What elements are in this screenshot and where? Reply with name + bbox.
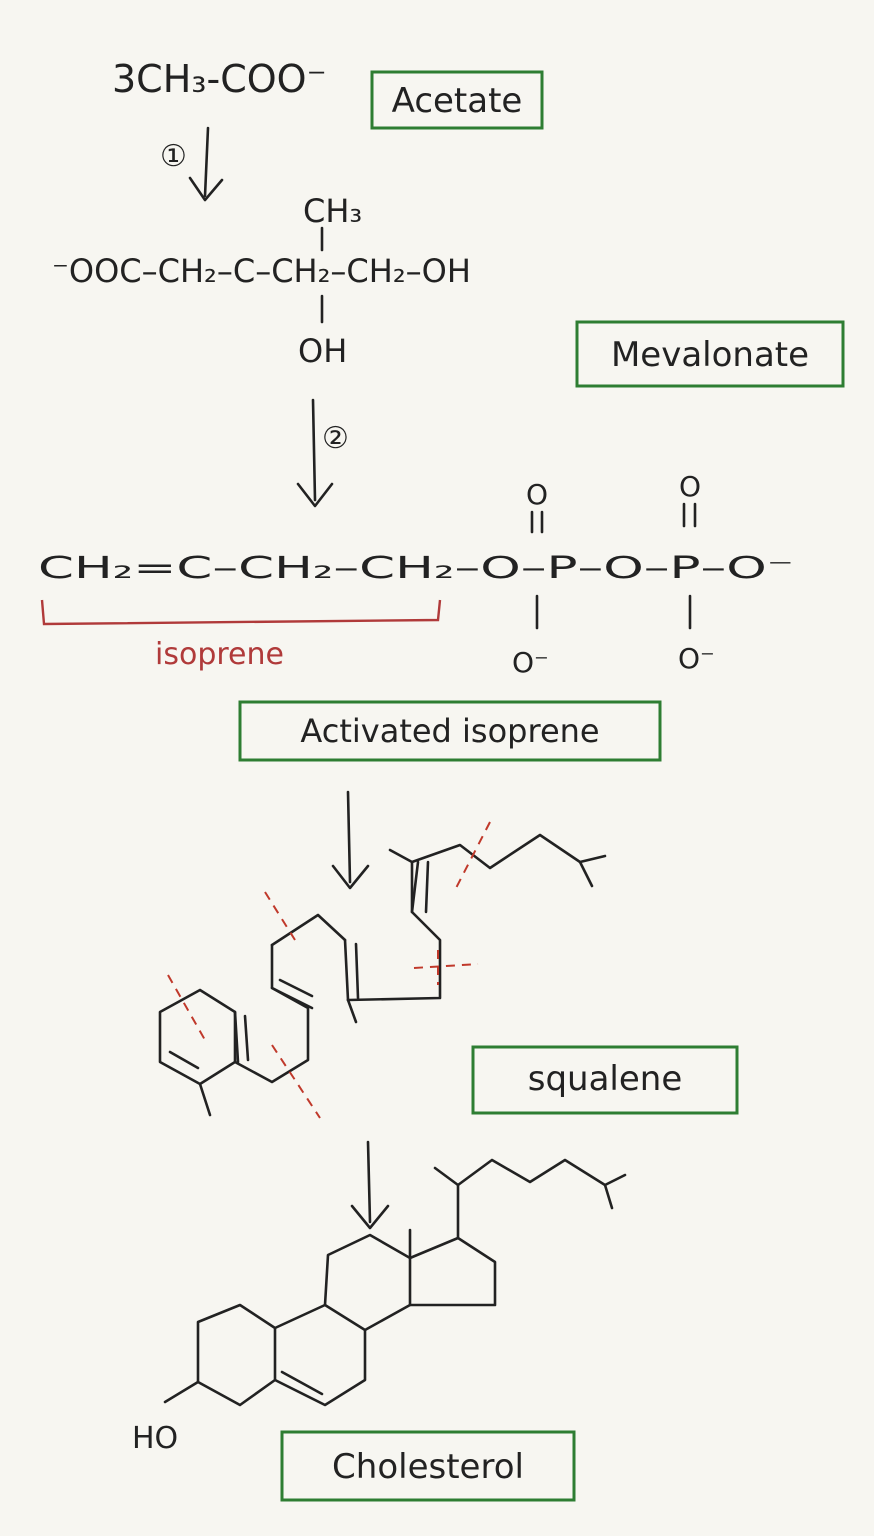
mevalonate-chain: ⁻OOC–CH₂–C–CH₂–CH₂–OH — [52, 252, 471, 290]
isoprene-bracket-label: isoprene — [155, 637, 284, 672]
mevalonate-methyl: CH₃ — [303, 192, 362, 230]
squalene-box — [471, 1045, 739, 1115]
arrow-step-3 — [331, 790, 370, 890]
step-2-marker: ② — [322, 421, 349, 456]
acetate-formula: 3CH₃-COO⁻ — [112, 57, 327, 101]
activated-isoprene-box — [238, 700, 662, 762]
arrow-step-1 — [188, 126, 224, 202]
phosphate-1-oxo: O — [526, 478, 548, 511]
step-1-marker: ① — [160, 139, 187, 174]
acetate-label: Acetate — [392, 81, 523, 121]
phosphate-1-anion: O⁻ — [512, 646, 549, 679]
phosphate-2-oxo: O — [679, 470, 701, 503]
cholesterol-label: Cholesterol — [332, 1447, 524, 1487]
squalene-structure — [158, 833, 607, 1117]
phosphate-2-double-bond — [682, 502, 697, 528]
squalene-label: squalene — [528, 1059, 683, 1099]
activated-isoprene-chain: CH₂=C–CH₂–CH₂–O–P–O–P–O⁻ — [38, 551, 794, 586]
isoprene-bracket — [40, 599, 442, 626]
cholesterol-box — [280, 1430, 576, 1502]
mevalonate-label: Mevalonate — [611, 335, 809, 375]
arrow-step-2 — [296, 398, 334, 508]
mevalonate-box — [575, 320, 845, 388]
activated-isoprene-label: Activated isoprene — [300, 712, 599, 750]
phosphate-2-anion: O⁻ — [678, 642, 715, 675]
arrow-step-4 — [350, 1140, 390, 1230]
phosphate-1-double-bond — [530, 510, 544, 534]
cholesterol-structure — [163, 1158, 627, 1407]
squalene-cut-lines — [167, 821, 491, 1119]
acetate-box — [370, 70, 544, 130]
mevalonate-hydroxyl: OH — [298, 332, 347, 370]
cholesterol-hydroxyl: HO — [132, 1421, 178, 1456]
